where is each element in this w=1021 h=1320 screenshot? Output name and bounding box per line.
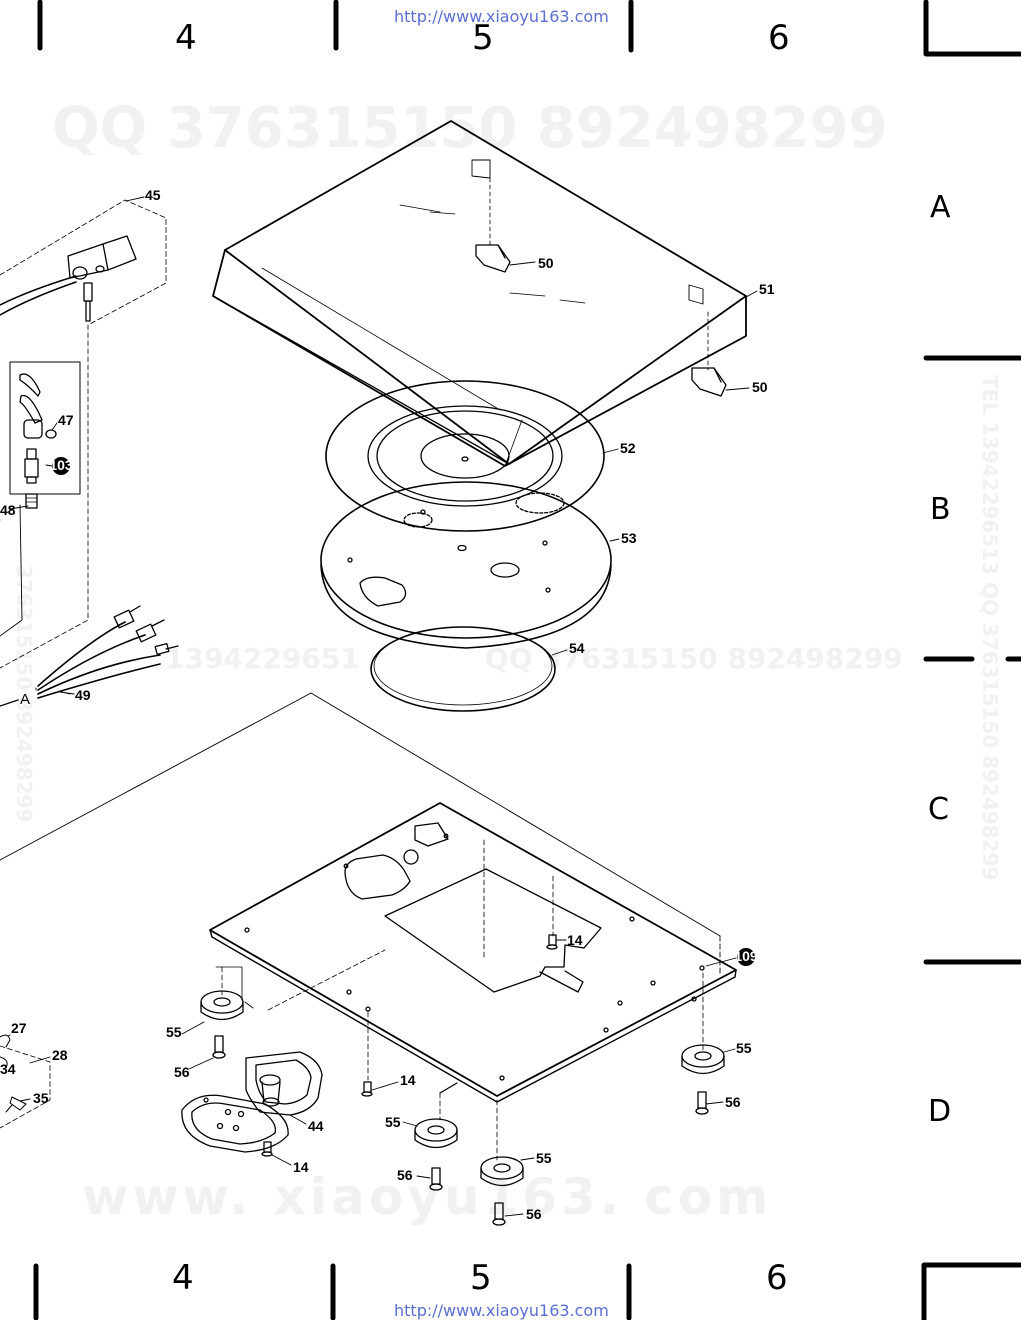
hinge-upper <box>475 244 511 273</box>
screw-14-lower <box>361 1081 373 1097</box>
cable-assembly-49 <box>0 605 179 707</box>
part-label-56-front: 56 <box>526 1206 542 1222</box>
grid-column-6-top: 6 <box>768 18 790 58</box>
screw-56-center <box>429 1167 443 1191</box>
part-label-34: 34 <box>0 1061 16 1077</box>
arm-base-44 <box>181 1051 323 1153</box>
watermark-middle-left: 1394229651 <box>165 642 360 675</box>
partial-assembly-left <box>0 1034 51 1129</box>
platter <box>320 481 612 649</box>
header-url: http://www.xiaoyu163.com <box>394 7 609 26</box>
part-label-28: 28 <box>52 1047 68 1063</box>
part-label-55-center: 55 <box>385 1114 401 1130</box>
part-label-14-upper: 14 <box>567 932 583 948</box>
watermark-right-vertical: TEL 13942296513 QQ 376315150 892498299 <box>978 375 1002 881</box>
part-label-14-arm: 14 <box>293 1159 309 1175</box>
part-label-a: A <box>20 691 30 708</box>
foot-55-center <box>414 1118 458 1149</box>
turntable-mat <box>325 380 605 532</box>
part-label-49: 49 <box>75 687 91 703</box>
watermark-top: QQ 376315150 892498299 <box>52 96 888 161</box>
part-label-45: 45 <box>145 187 161 203</box>
grid-row-c: C <box>928 792 949 827</box>
grid-row-a: A <box>930 190 951 225</box>
bottom-plate <box>209 802 737 1103</box>
headshell-45 <box>0 235 137 322</box>
part-label-47: 47 <box>58 412 74 428</box>
tonearm-lower-line <box>0 504 23 637</box>
part-label-50-lower: 50 <box>752 379 768 395</box>
part-label-56-left: 56 <box>174 1064 190 1080</box>
hinge-lower <box>691 367 727 397</box>
part-label-56-center: 56 <box>397 1167 413 1183</box>
part-label-56-right: 56 <box>725 1094 741 1110</box>
border-ticks <box>33 0 1021 1320</box>
grid-column-4-bottom: 4 <box>172 1258 194 1298</box>
grid-row-d: D <box>928 1094 952 1129</box>
part-label-109: 109 <box>734 948 758 964</box>
callout-109: 109 <box>734 948 758 966</box>
screw-14-upper <box>546 934 558 950</box>
part-label-52: 52 <box>620 440 636 456</box>
part-label-51: 51 <box>759 281 775 297</box>
cabinet-outline <box>0 692 721 976</box>
foot-55-left <box>200 990 244 1021</box>
grid-column-4-top: 4 <box>175 18 197 58</box>
part-label-55-left: 55 <box>166 1024 182 1040</box>
part-label-53: 53 <box>621 530 637 546</box>
screw-56-front <box>492 1202 506 1226</box>
part-label-44: 44 <box>308 1118 324 1134</box>
screw-56-right <box>695 1091 709 1115</box>
part-label-14-lower: 14 <box>400 1072 416 1088</box>
footer-url: http://www.xiaoyu163.com <box>394 1301 609 1320</box>
foot-55-right <box>681 1044 725 1075</box>
part-label-48: 48 <box>0 502 16 518</box>
dust-cover <box>212 120 747 467</box>
part-label-35: 35 <box>33 1090 49 1106</box>
part-label-54: 54 <box>569 640 585 656</box>
grid-column-5-bottom: 5 <box>470 1258 492 1298</box>
foot-55-front <box>480 1156 524 1187</box>
part-label-55-front: 55 <box>536 1150 552 1166</box>
grid-column-5-top: 5 <box>472 18 494 58</box>
tonearm-box-45 <box>0 199 167 669</box>
alignment-lines <box>215 839 704 1161</box>
grid-row-b: B <box>930 492 951 527</box>
screw-56-left <box>212 1035 226 1059</box>
part-label-103: 103 <box>49 457 73 473</box>
subassembly-box <box>9 361 81 509</box>
part-label-27: 27 <box>11 1020 27 1036</box>
part-label-50-upper: 50 <box>538 255 554 271</box>
watermark-left-vertical: 376315150 892498299 <box>12 565 36 823</box>
drive-belt <box>370 626 556 712</box>
callout-103: 103 <box>49 457 73 475</box>
grid-column-6-bottom: 6 <box>766 1258 788 1298</box>
part-label-55-right: 55 <box>736 1040 752 1056</box>
leader-lines <box>7 196 758 1217</box>
